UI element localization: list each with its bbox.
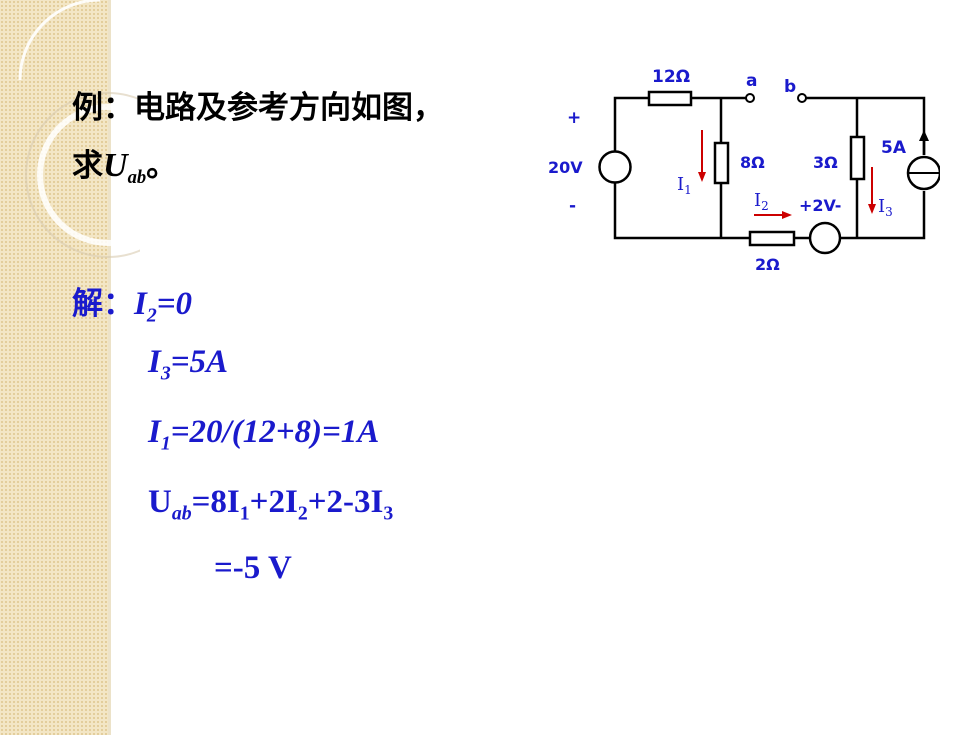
result-text: =-5 V [214,550,292,586]
label-i2: I2 [754,190,769,213]
uab-rest-2: +2I [249,484,298,520]
uab-rest-3: +2-3I [307,484,384,520]
label-2v: +2V- [799,196,841,215]
current-source-arrow-icon [919,130,929,141]
eq-var: I [148,414,161,450]
question-text: 例：电路及参考方向如图， [72,90,444,126]
current-arrows [698,130,876,219]
eq-rest: =5A [170,344,229,380]
terminal-a [745,93,755,103]
question-line-2: 求Uab。 [72,140,177,189]
eq-sub: 3 [160,362,171,385]
question-text-2: 求 [72,148,103,184]
eq-sub: 2 [146,304,157,327]
voltage-source-2v [808,221,842,255]
label-i2-sub: 2 [761,199,769,213]
sidebar-edge [108,0,111,735]
label-i2-main: I [754,190,761,211]
label-b: b [784,77,796,97]
label-minus: - [569,196,576,216]
label-8ohm: 8Ω [740,153,765,172]
label-12ohm: 12Ω [652,67,690,87]
label-i1-sub: 1 [684,183,692,197]
eq-var: I [148,344,161,380]
resistor-12 [647,90,693,107]
solution-line-1: 解：I2=0 [72,278,192,328]
resistor-8 [713,141,730,185]
arrow-i2-icon [782,211,792,219]
uab-sub: ab [171,502,192,525]
label-plus: + [567,108,581,128]
arrow-i3-icon [868,204,876,214]
question-var: U [103,147,128,184]
eq-rest: =0 [156,286,193,322]
resistor-2 [748,230,796,247]
label-2ohm: 2Ω [755,255,780,274]
label-a: a [746,71,757,91]
uab-sub-3: 3 [383,502,394,525]
terminal-b [797,93,807,103]
label-i1: I1 [677,174,692,197]
question-var-sub: ab [127,167,147,189]
uab-rest: =8I [191,484,240,520]
eq-rest: =20/(12+8)=1A [170,414,380,450]
circuit-diagram: 12Ω a b + 20V - 8Ω 3Ω 5A 2Ω +2V- I1 I2 I… [548,67,940,274]
resistor-3 [849,135,866,181]
circuit-wires [613,96,926,240]
question-end: 。 [146,148,178,184]
sidebar-texture [0,0,108,735]
uab-sub-1: 1 [239,502,250,525]
voltage-source-20v [598,150,632,184]
solution-line-2: I3=5A [148,344,228,386]
decorative-circles [18,0,140,258]
solution-line-3: I1=20/(12+8)=1A [148,414,379,456]
solution-line-5: =-5 V [214,550,292,587]
uab-sub-2: 2 [297,502,308,525]
solution-label: 解 [72,286,103,322]
label-5a: 5A [881,138,907,158]
eq-var: I [134,286,147,322]
label-3ohm: 3Ω [813,153,838,172]
label-i3-sub: 3 [885,205,893,219]
arrow-i1-icon [698,172,706,182]
solution-line-4: Uab=8I1+2I2+2-3I3 [148,484,393,526]
question-line-1: 例：电路及参考方向如图， [72,82,444,127]
uab-var: U [148,484,172,520]
label-i3-main: I [878,196,885,217]
label-i3: I3 [878,196,893,219]
eq-sub: 1 [160,432,171,455]
label-20v: 20V [548,158,583,177]
solution-colon: ： [103,286,134,322]
label-i1-main: I [677,174,684,195]
